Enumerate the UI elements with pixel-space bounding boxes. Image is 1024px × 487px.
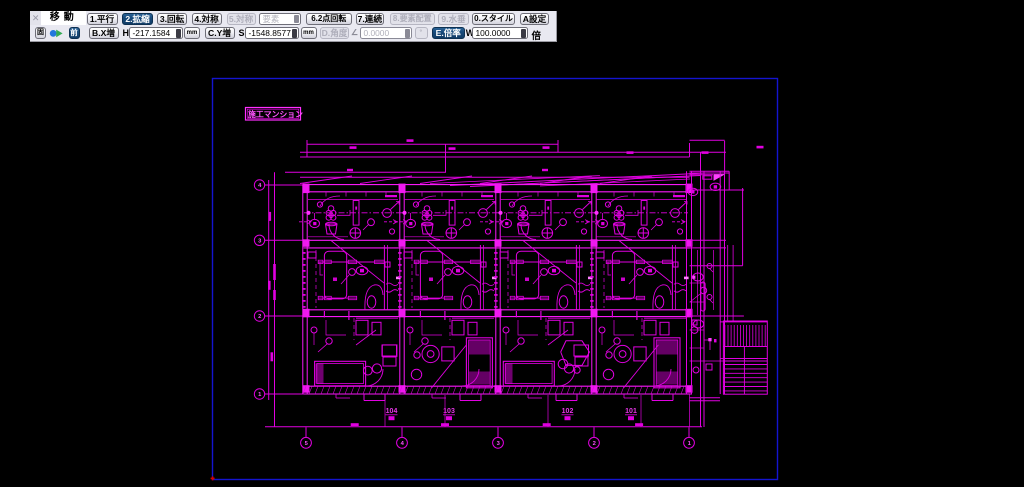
svg-text:101: 101 xyxy=(625,408,637,415)
svg-text:3: 3 xyxy=(258,239,262,245)
svg-text:1: 1 xyxy=(688,441,692,447)
svg-text:102: 102 xyxy=(562,408,574,415)
svg-text:2: 2 xyxy=(258,314,261,320)
svg-text:4: 4 xyxy=(401,441,405,447)
svg-text:2: 2 xyxy=(593,441,596,447)
svg-text:104: 104 xyxy=(386,408,398,415)
svg-text:5: 5 xyxy=(305,441,309,447)
svg-text:103: 103 xyxy=(443,408,455,415)
svg-text:3: 3 xyxy=(497,441,501,447)
svg-text:4: 4 xyxy=(258,183,262,189)
svg-text:1: 1 xyxy=(258,392,262,398)
svg-text:施工マンション: 施工マンション xyxy=(248,109,303,119)
